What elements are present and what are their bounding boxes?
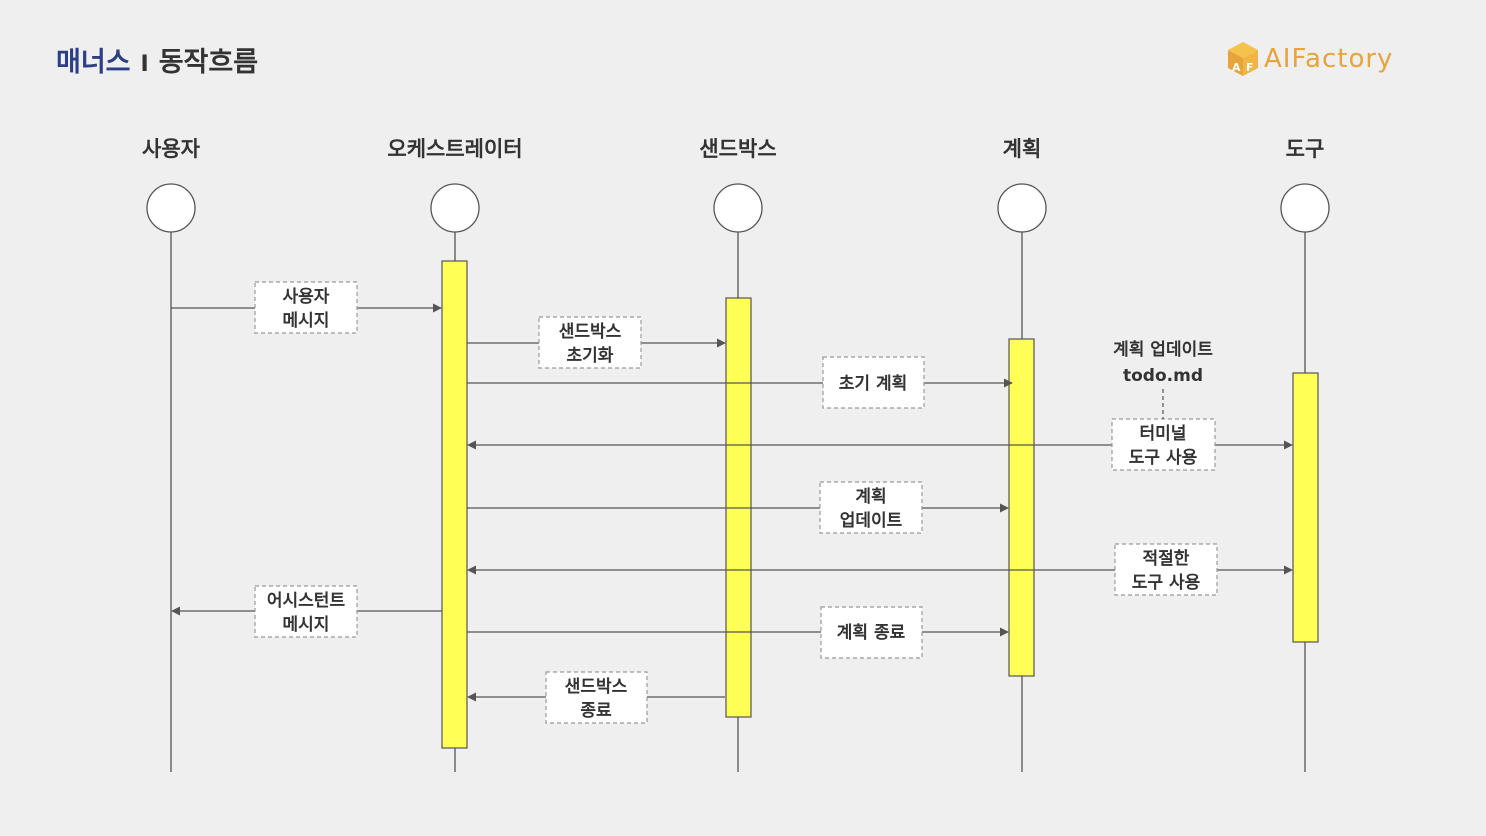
participant-circle	[1280, 183, 1330, 233]
message-label-line: 업데이트	[840, 511, 903, 531]
message-label-line: 샌드박스	[565, 677, 628, 697]
message-label-line: 사용자	[283, 287, 330, 307]
participant-circle	[713, 183, 763, 233]
message-user-message: 사용자 메시지	[171, 281, 442, 334]
message-label-box	[538, 316, 642, 369]
message-label-line: 초기화	[567, 346, 614, 366]
message-label-box	[254, 281, 358, 334]
message-sandbox-end: 샌드박스 종료	[467, 671, 725, 724]
note-line: 계획 업데이트	[1113, 340, 1213, 360]
participant-label: 도구	[1286, 137, 1325, 161]
participant-label: 샌드박스	[699, 137, 776, 161]
aifactory-logo: A F AIFactory	[1226, 40, 1393, 78]
participant-tool: 도구	[1280, 137, 1330, 772]
svg-text:A: A	[1232, 61, 1241, 74]
participant-label: 계획	[1003, 137, 1042, 161]
svg-text:F: F	[1246, 61, 1254, 74]
message-label-line: 계획	[855, 487, 886, 507]
page-title: 매너스 I 동작흐름	[56, 40, 258, 79]
message-label-line: 어시스턴트	[267, 591, 346, 611]
message-label-line: 메시지	[283, 615, 330, 635]
message-label-box	[819, 481, 923, 534]
title-separator: I	[140, 52, 149, 77]
note-line: todo.md	[1123, 366, 1203, 386]
message-label-box	[1114, 543, 1218, 596]
message-label-line: 도구 사용	[1132, 573, 1201, 593]
participant-user: 사용자	[142, 137, 201, 772]
message-label-line: 종료	[580, 701, 612, 721]
message-initial-plan: 초기 계획	[467, 356, 1013, 409]
logo-cube-icon: A F	[1228, 42, 1258, 76]
message-sandbox-init: 샌드박스 초기화	[467, 316, 726, 369]
participant-orch: 오케스트레이터	[387, 137, 523, 772]
message-terminal-tool: 터미널 도구 사용	[467, 418, 1293, 471]
message-label-line: 터미널	[1140, 424, 1187, 444]
message-label-line: 샌드박스	[559, 322, 622, 342]
participant-label: 사용자	[142, 137, 201, 161]
page-subtitle: 동작흐름	[158, 47, 259, 78]
message-label-line: 도구 사용	[1129, 448, 1198, 468]
logo-text: AIFactory	[1264, 44, 1394, 74]
message-label-line: 초기 계획	[839, 374, 907, 394]
message-label-line: 계획 종료	[837, 623, 906, 643]
brand-title: 매너스	[56, 47, 131, 78]
note-plan-update: 계획 업데이트 todo.md	[1113, 340, 1213, 419]
message-proper-tool: 적절한 도구 사용	[467, 543, 1293, 596]
message-plan-end: 계획 종료	[467, 606, 1009, 659]
message-label-line: 메시지	[283, 311, 330, 331]
activation-bar-tool	[1292, 372, 1319, 643]
message-label-box	[822, 356, 925, 409]
message-label-box	[545, 671, 648, 724]
message-label-line: 적절한	[1143, 548, 1190, 569]
participant-circle	[146, 183, 196, 233]
message-assistant-message: 어시스턴트 메시지	[171, 585, 442, 638]
message-plan-update: 계획 업데이트	[467, 481, 1009, 534]
activation-bar-plan	[1008, 338, 1035, 677]
participant-circle	[430, 183, 480, 233]
message-label-box	[254, 585, 358, 638]
activation-bar-orch	[441, 260, 468, 749]
message-label-box	[820, 606, 923, 659]
participant-label: 오케스트레이터	[387, 137, 522, 161]
participant-circle	[997, 183, 1047, 233]
